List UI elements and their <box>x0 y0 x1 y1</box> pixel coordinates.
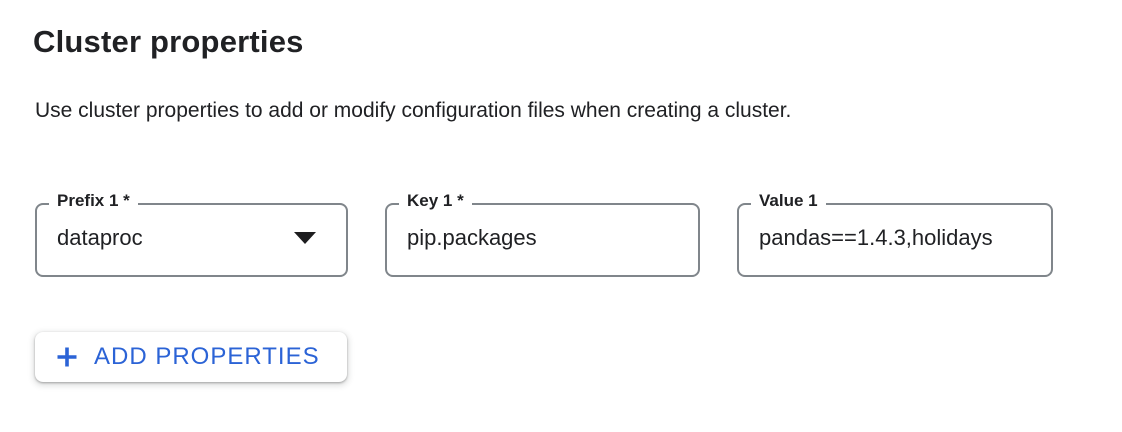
plus-icon <box>57 347 77 367</box>
add-properties-label: ADD PROPERTIES <box>94 343 320 370</box>
key-field: Key 1 * <box>385 191 700 277</box>
prefix-label: Prefix 1 * <box>49 191 138 211</box>
key-input[interactable] <box>387 205 698 275</box>
dropdown-arrow-icon <box>294 232 316 244</box>
value-field: Value 1 <box>737 191 1053 277</box>
page-title: Cluster properties <box>33 24 304 59</box>
value-input[interactable] <box>739 205 1051 275</box>
prefix-select[interactable]: Prefix 1 * dataproc <box>35 191 348 277</box>
add-properties-button[interactable]: ADD PROPERTIES <box>35 332 347 382</box>
page-description: Use cluster properties to add or modify … <box>35 99 792 122</box>
prefix-selected-value: dataproc <box>57 225 143 250</box>
